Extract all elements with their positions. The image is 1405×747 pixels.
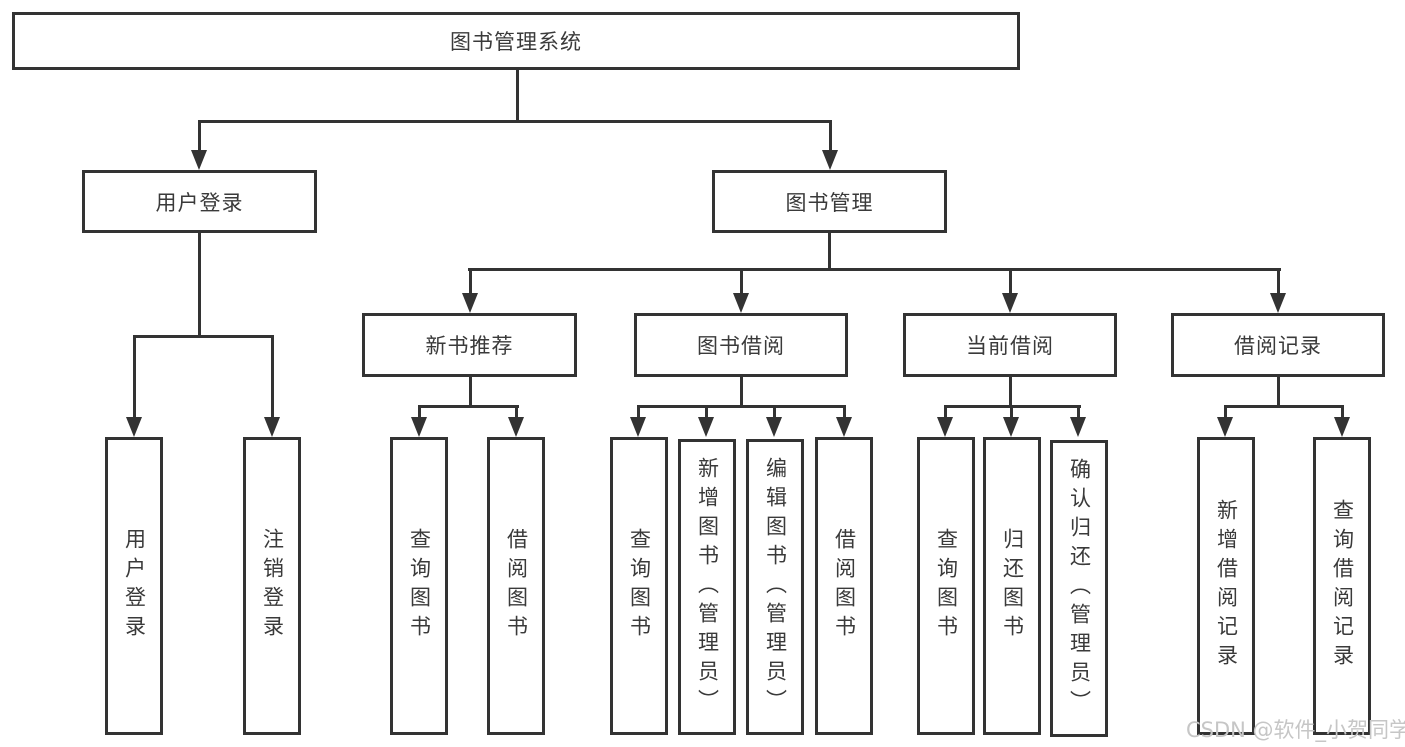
node-borrowing-records: 借阅记录 — [1171, 313, 1385, 377]
node-leaf-edit-book-admin: 编辑图书（管理员） — [746, 439, 804, 735]
node-root-label: 图书管理系统 — [450, 30, 582, 54]
connector — [418, 405, 519, 408]
connector — [198, 233, 201, 338]
node-leaf-query-books-3-label: 查询图书 — [934, 528, 959, 644]
arrowhead-down-icon — [937, 417, 953, 437]
connector — [133, 335, 136, 418]
connector — [468, 268, 1281, 271]
node-leaf-add-borrow-record: 新增借阅记录 — [1197, 437, 1255, 735]
node-leaf-query-borrow-record-label: 查询借阅记录 — [1330, 499, 1355, 673]
arrowhead-down-icon — [836, 417, 852, 437]
node-book-borrowing-label: 图书借阅 — [697, 334, 785, 358]
node-leaf-borrow-books-1: 借阅图书 — [487, 437, 545, 735]
connector — [198, 120, 201, 152]
arrowhead-down-icon — [630, 417, 646, 437]
connector — [1009, 268, 1012, 295]
connector — [740, 377, 743, 408]
arrowhead-down-icon — [264, 417, 280, 437]
node-leaf-add-book-admin: 新增图书（管理员） — [678, 439, 736, 735]
node-leaf-confirm-return-admin: 确认归还（管理员） — [1050, 440, 1108, 737]
node-leaf-query-books-2-label: 查询图书 — [627, 528, 652, 644]
connector — [637, 405, 846, 408]
arrowhead-down-icon — [1334, 417, 1350, 437]
node-leaf-return-books: 归还图书 — [983, 437, 1041, 735]
node-leaf-logout: 注销登录 — [243, 437, 301, 735]
arrowhead-down-icon — [191, 150, 207, 170]
node-book-borrowing: 图书借阅 — [634, 313, 848, 377]
connector — [828, 233, 831, 271]
connector — [829, 120, 832, 152]
connector — [515, 405, 518, 419]
arrowhead-down-icon — [462, 293, 478, 313]
node-leaf-borrow-books-2: 借阅图书 — [815, 437, 873, 735]
connector — [469, 268, 472, 295]
connector — [773, 405, 776, 419]
connector — [705, 405, 708, 419]
node-leaf-user-login-label: 用户登录 — [122, 528, 147, 644]
node-leaf-borrow-books-2-label: 借阅图书 — [832, 528, 857, 644]
node-leaf-edit-book-admin-label: 编辑图书（管理员） — [763, 456, 788, 718]
node-root: 图书管理系统 — [12, 12, 1020, 70]
node-user-login: 用户登录 — [82, 170, 317, 233]
connector — [1341, 405, 1344, 419]
connector — [1224, 405, 1227, 419]
connector — [944, 405, 947, 419]
node-leaf-query-books-2: 查询图书 — [610, 437, 668, 735]
arrowhead-down-icon — [822, 150, 838, 170]
connector — [469, 377, 472, 408]
arrowhead-down-icon — [1217, 417, 1233, 437]
node-leaf-borrow-books-1-label: 借阅图书 — [504, 528, 529, 644]
arrowhead-down-icon — [698, 417, 714, 437]
connector — [418, 405, 421, 419]
node-leaf-query-books-1: 查询图书 — [390, 437, 448, 735]
connector — [516, 70, 519, 123]
node-leaf-add-borrow-record-label: 新增借阅记录 — [1214, 499, 1239, 673]
node-new-book-recommend: 新书推荐 — [362, 313, 577, 377]
connector — [1009, 377, 1012, 408]
node-leaf-user-login: 用户登录 — [105, 437, 163, 735]
connector — [637, 405, 640, 419]
connector — [843, 405, 846, 419]
connector — [1010, 405, 1013, 419]
arrowhead-down-icon — [1003, 417, 1019, 437]
node-book-management: 图书管理 — [712, 170, 947, 233]
node-leaf-logout-label: 注销登录 — [260, 528, 285, 644]
connector — [1277, 377, 1280, 408]
node-leaf-return-books-label: 归还图书 — [1000, 528, 1025, 644]
arrowhead-down-icon — [1270, 293, 1286, 313]
node-borrowing-records-label: 借阅记录 — [1234, 334, 1322, 358]
node-current-borrowing-label: 当前借阅 — [966, 334, 1054, 358]
arrowhead-down-icon — [766, 417, 782, 437]
connector — [1077, 405, 1080, 419]
node-leaf-add-book-admin-label: 新增图书（管理员） — [695, 456, 720, 718]
connector — [740, 268, 743, 295]
arrowhead-down-icon — [733, 293, 749, 313]
csdn-watermark: CSDN @软件_小贺同学 — [1186, 718, 1405, 742]
connector — [1224, 405, 1344, 408]
arrowhead-down-icon — [1070, 417, 1086, 437]
node-book-management-label: 图书管理 — [785, 190, 874, 215]
node-user-login-label: 用户登录 — [155, 190, 244, 215]
node-leaf-query-borrow-record: 查询借阅记录 — [1313, 437, 1371, 735]
connector — [1277, 268, 1280, 295]
node-new-book-recommend-label: 新书推荐 — [425, 334, 514, 358]
node-current-borrowing: 当前借阅 — [903, 313, 1117, 377]
node-leaf-confirm-return-admin-label: 确认归还（管理员） — [1067, 458, 1092, 719]
node-leaf-query-books-3: 查询图书 — [917, 437, 975, 735]
connector — [271, 335, 274, 418]
node-leaf-query-books-1-label: 查询图书 — [407, 528, 432, 644]
connector — [133, 335, 274, 338]
arrowhead-down-icon — [508, 417, 524, 437]
arrowhead-down-icon — [411, 417, 427, 437]
connector — [198, 120, 832, 123]
arrowhead-down-icon — [1002, 293, 1018, 313]
arrowhead-down-icon — [126, 417, 142, 437]
